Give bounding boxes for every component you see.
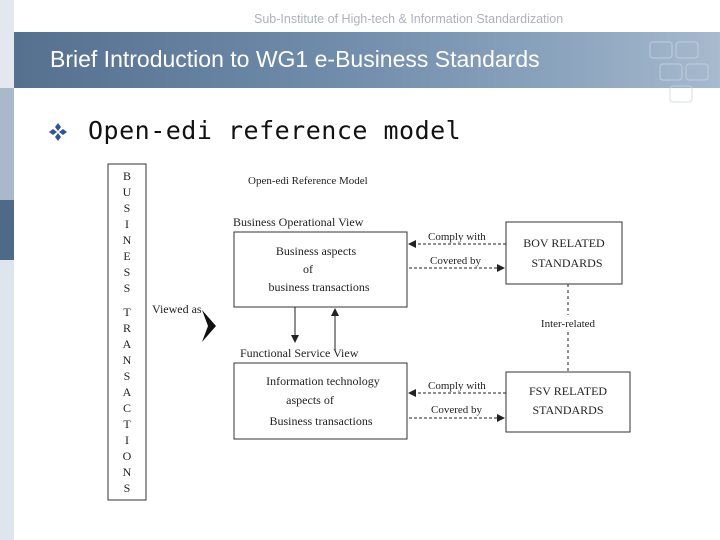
fsv-box-line-3: Business transactions <box>270 414 373 428</box>
vertical-letter: A <box>123 337 132 351</box>
comply-with-label-1: Comply with <box>428 231 486 243</box>
bov-standards-line-2: STANDARDS <box>531 256 602 270</box>
vertical-letter: I <box>125 433 129 447</box>
vertical-letter: A <box>123 385 132 399</box>
vertical-letter: N <box>123 233 132 247</box>
viewed-as-arrow-icon <box>202 310 216 342</box>
accent-block-light <box>0 88 14 200</box>
covered-by-label-2: Covered by <box>431 404 483 416</box>
section-heading: Open-edi reference model <box>88 116 462 145</box>
bov-box-line-2: of <box>303 262 313 276</box>
inter-related-label: Inter-related <box>541 318 596 330</box>
vertical-letter: B <box>123 169 131 183</box>
bov-standards-line-1: BOV RELATED <box>523 236 605 250</box>
vertical-letter: T <box>123 417 131 431</box>
bov-standards-box <box>505 221 623 285</box>
vertical-letter: E <box>123 249 130 263</box>
accent-block-dark <box>0 200 14 260</box>
institute-subtitle: Sub-Institute of High-tech & Information… <box>254 12 564 26</box>
vertical-letter: T <box>123 305 131 319</box>
bov-box <box>233 231 408 308</box>
bov-box-line-3: business transactions <box>269 280 370 294</box>
vertical-letter: S <box>124 369 131 383</box>
fsv-standards-line-2: STANDARDS <box>532 403 603 417</box>
vertical-letter: N <box>123 353 132 367</box>
fsv-box-line-2: aspects of <box>286 393 334 407</box>
fsv-standards-line-1: FSV RELATED <box>529 384 607 398</box>
vertical-letter: I <box>125 217 129 231</box>
covered-by-label-1: Covered by <box>430 255 482 267</box>
diamond-bullet-icon <box>49 123 67 141</box>
top-strip: Sub-Institute of High-tech & Information… <box>14 0 720 32</box>
keyboard-decoration-icon <box>649 41 709 103</box>
vertical-letter: C <box>123 401 131 415</box>
vertical-letter: S <box>124 481 131 495</box>
fsv-label: Functional Service View <box>240 346 359 360</box>
fsv-box <box>233 362 408 440</box>
vertical-letter: S <box>124 281 131 295</box>
vertical-letter: S <box>124 265 131 279</box>
left-accent-bar <box>0 0 14 540</box>
accent-block-pale <box>0 260 14 540</box>
bov-box-line-1: Business aspects <box>276 244 357 258</box>
vertical-letter: U <box>123 185 132 199</box>
business-transactions-box <box>107 163 147 501</box>
vertical-letter: N <box>123 465 132 479</box>
bov-label: Business Operational View <box>233 215 364 229</box>
vertical-letter: S <box>124 201 131 215</box>
comply-with-label-2: Comply with <box>428 380 486 392</box>
vertical-letter: R <box>123 321 131 335</box>
fsv-standards-box <box>505 371 631 433</box>
vertical-letter: O <box>123 449 132 463</box>
slide-title: Brief Introduction to WG1 e-Business Sta… <box>50 46 540 72</box>
model-title: Open-edi Reference Model <box>248 175 368 187</box>
title-bar: Brief Introduction to WG1 e-Business Sta… <box>14 32 720 103</box>
fsv-box-line-1: Information technology <box>266 374 380 388</box>
viewed-as-label: Viewed as <box>152 302 202 316</box>
